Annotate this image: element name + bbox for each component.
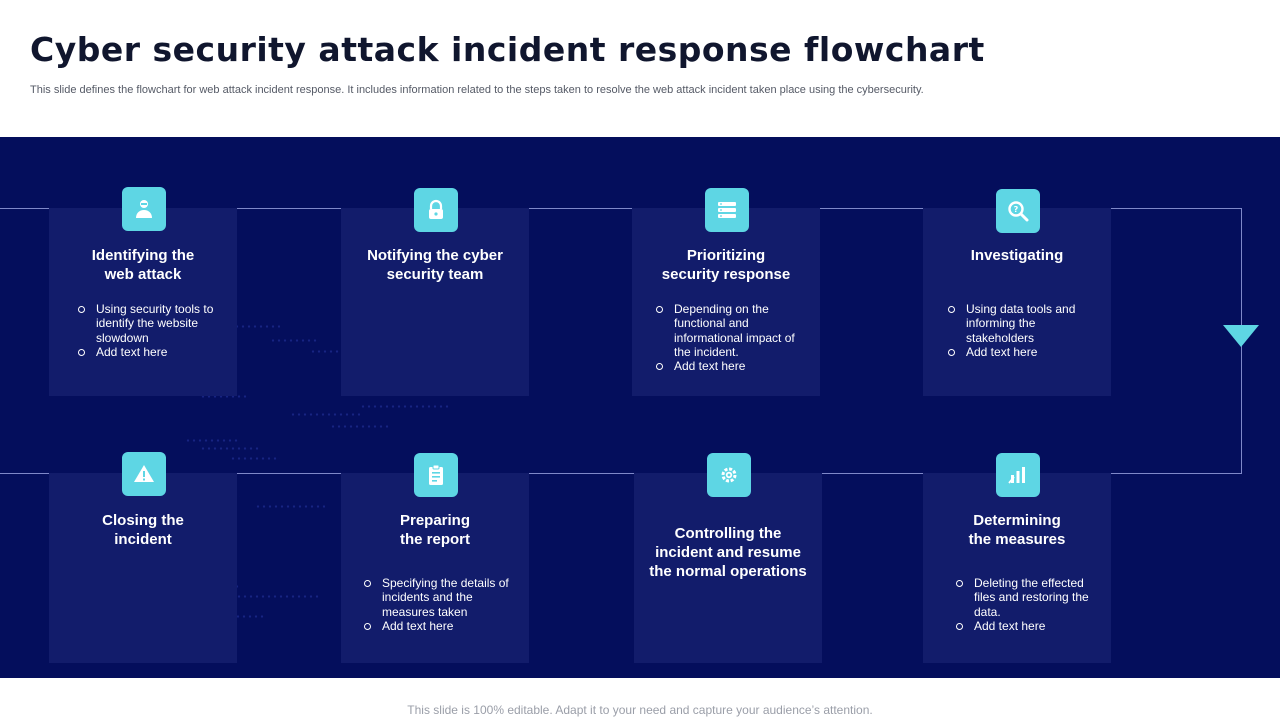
step-bullets-identifying: Using security tools to identify the web…	[77, 302, 217, 359]
bullet-item: Add text here	[363, 619, 513, 633]
step-card-investigating	[923, 208, 1111, 396]
measures-icon	[996, 453, 1040, 497]
bullet-item: Add text here	[955, 619, 1095, 633]
magnifier-icon: ?	[996, 189, 1040, 233]
step-title-investigating: Investigating	[970, 247, 1064, 264]
page-title: Cyber security attack incident response …	[30, 30, 985, 69]
connector-bottom	[0, 473, 1242, 474]
step-card-controlling	[634, 473, 822, 663]
padlock-icon	[414, 188, 458, 232]
step-card-preparing	[341, 473, 529, 663]
bullet-item: Specifying the details of incidents and …	[363, 576, 513, 619]
step-card-identifying	[49, 208, 237, 396]
bullet-item: Add text here	[77, 345, 217, 359]
bullet-item: Depending on the functional and informat…	[655, 302, 805, 359]
footer-note: This slide is 100% editable. Adapt it to…	[407, 703, 873, 717]
svg-text:?: ?	[1014, 205, 1019, 214]
server-icon	[705, 188, 749, 232]
bullet-item: Using data tools and informing the stake…	[947, 302, 1097, 345]
step-card-notifying	[341, 208, 529, 396]
hacker-icon	[122, 187, 166, 231]
bullet-item: Using security tools to identify the web…	[77, 302, 217, 345]
flow-arrow-down-icon	[1223, 325, 1259, 347]
step-card-prioritizing	[632, 208, 820, 396]
clipboard-icon	[414, 453, 458, 497]
page-subtitle: This slide defines the flowchart for web…	[30, 84, 924, 96]
step-card-closing	[49, 473, 237, 663]
step-bullets-preparing: Specifying the details of incidents and …	[363, 576, 513, 633]
step-bullets-determining: Deleting the effected files and restorin…	[955, 576, 1095, 633]
bullet-item: Deleting the effected files and restorin…	[955, 576, 1095, 619]
bullet-item: Add text here	[655, 359, 805, 373]
warning-icon	[122, 452, 166, 496]
gear-icon	[707, 453, 751, 497]
connector-top	[0, 208, 1242, 209]
step-bullets-prioritizing: Depending on the functional and informat…	[655, 302, 805, 373]
step-card-determining	[923, 473, 1111, 663]
step-bullets-investigating: Using data tools and informing the stake…	[947, 302, 1097, 359]
flowchart-band	[0, 137, 1280, 678]
bullet-item: Add text here	[947, 345, 1097, 359]
